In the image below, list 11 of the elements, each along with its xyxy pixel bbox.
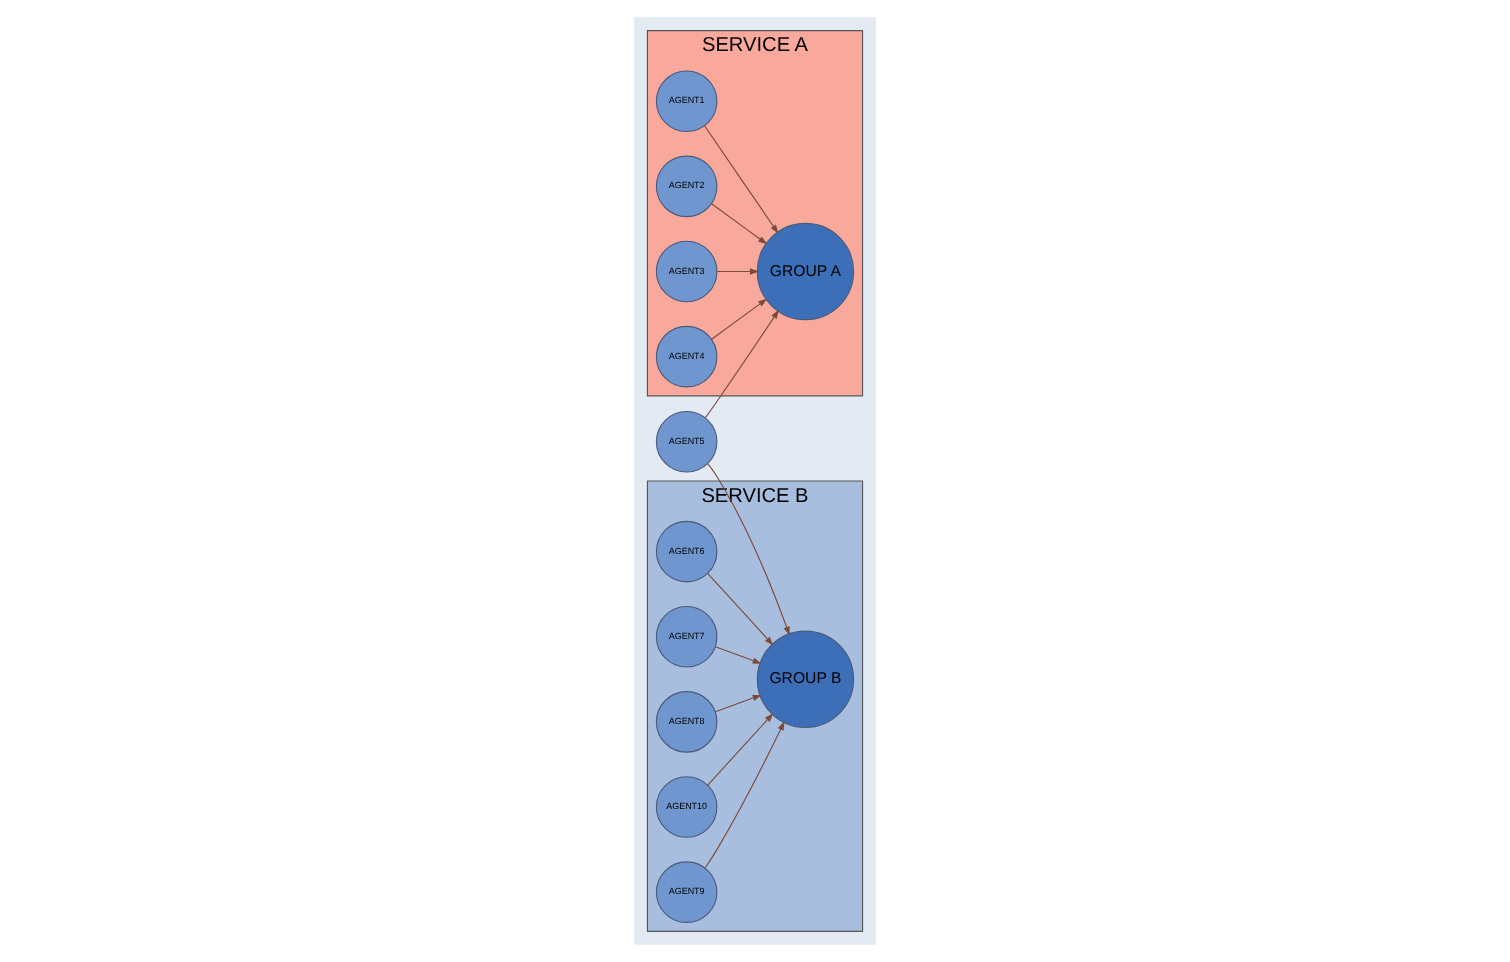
arrow — [714, 694, 762, 713]
arrow — [714, 646, 762, 664]
arrow — [704, 125, 779, 234]
arrow — [711, 203, 768, 245]
arrow — [704, 721, 785, 869]
arrow — [707, 463, 790, 636]
arrow — [716, 268, 759, 275]
arrow — [707, 573, 774, 646]
arrow — [707, 713, 774, 786]
arrow — [711, 298, 768, 340]
arrow — [704, 309, 779, 419]
